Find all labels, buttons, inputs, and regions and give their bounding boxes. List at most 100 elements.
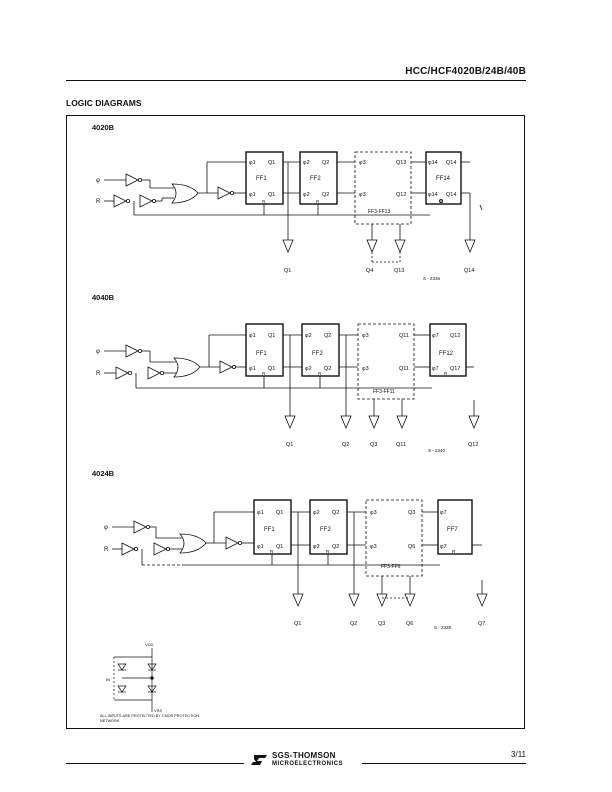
buffer-icon: [147, 366, 161, 380]
output-buffer-icon: [340, 415, 352, 430]
pin-label: φ7: [432, 333, 439, 339]
input-phi-label: φ: [96, 178, 100, 184]
pin-label: φ14: [428, 192, 438, 198]
ff1-block: [253, 499, 292, 555]
pin-label: φ3: [370, 510, 377, 516]
inverter-icon: [219, 360, 233, 374]
manufacturer-logo: SGS-THOMSON MICROELECTRONICS: [250, 752, 343, 768]
diode-icon: [117, 685, 127, 693]
diagram-4040b: 4040B φ R φ1 Q1 FF1 φ1 Q1 R φ: [92, 293, 480, 453]
output-label: Q13: [394, 268, 404, 274]
output-label: Q1: [294, 621, 301, 627]
buffer-icon: [121, 542, 135, 556]
pin-label: φ2: [303, 160, 310, 166]
output-label: Q12: [468, 442, 478, 448]
pin-label: Q14: [446, 192, 456, 198]
output-buffer-icon: [396, 415, 408, 430]
buffer-icon: [113, 194, 127, 208]
section-title: LOGIC DIAGRAMS: [66, 98, 142, 108]
pin-label: φ1: [257, 510, 264, 516]
pin-label: φ1: [249, 333, 256, 339]
ff-label: FF14: [436, 176, 451, 182]
buffer-icon: [133, 520, 147, 534]
output-label: Q3: [370, 442, 377, 448]
pin-label: φ1: [249, 192, 256, 198]
ff-label: FF1: [264, 527, 275, 533]
buffer-icon: [115, 366, 129, 380]
protection-vdd-label: VDD: [145, 642, 154, 647]
protection-in-label: IN: [106, 677, 110, 682]
output-label: Q3: [378, 621, 385, 627]
figure-code: S - 2336: [423, 276, 441, 281]
nor-gate-icon: [179, 533, 207, 554]
ffmid-block: [365, 499, 423, 577]
pin-label: R: [262, 199, 266, 204]
output-buffer-icon: [376, 593, 388, 608]
pin-label: Q2: [332, 544, 339, 550]
figure-code: S - 2340: [428, 448, 446, 453]
footer-rule-left: [66, 763, 244, 764]
pin-label: R: [262, 371, 266, 376]
protection-note: ALL INPUTS ARE PROTECTED BY CMOS PROTECT…: [100, 714, 200, 723]
buffer-icon: [125, 173, 139, 187]
ff-label: FF7: [447, 527, 458, 533]
pin-label: Q1: [276, 510, 283, 516]
protection-vss-label: VSS: [154, 708, 162, 713]
diode-icon: [117, 663, 127, 671]
output-buffer-icon: [282, 239, 294, 254]
pin-label: Q1: [268, 160, 275, 166]
output-label: Q1: [286, 442, 293, 448]
ff-label: FF3-FF13: [368, 209, 390, 215]
output-label: Q6: [406, 621, 413, 627]
output-buffer-icon: [292, 593, 304, 608]
pin-label: φ3: [362, 333, 369, 339]
output-label: Q11: [396, 442, 406, 448]
output-buffer-icon: [468, 415, 480, 430]
fflast-block: [437, 499, 473, 555]
pin-label: φ7: [440, 510, 447, 516]
pin-label: Q1: [268, 192, 275, 198]
document-header-title: HCC/HCF4020B/24B/40B: [405, 66, 526, 77]
output-buffer-icon: [366, 239, 378, 254]
output-label: Q4: [366, 268, 373, 274]
pin-label: Q12: [396, 192, 406, 198]
pin-label: Q1: [268, 333, 275, 339]
fflast-block: [425, 151, 462, 205]
pin-label: Q2: [324, 333, 331, 339]
input-phi-label: φ: [96, 349, 100, 355]
pin-label: R: [452, 549, 456, 554]
input-phi-label: φ: [104, 525, 108, 531]
pin-label: R: [316, 199, 320, 204]
ff-label: FF3-FF11: [373, 389, 395, 395]
pin-label: φ14: [428, 160, 438, 166]
pin-label: φ1: [257, 544, 264, 550]
pin-label: R: [444, 371, 448, 376]
pin-label: φ2: [305, 333, 312, 339]
pin-label: φ3: [370, 544, 377, 550]
output-buffer-icon: [394, 239, 406, 254]
pin-label: φ2: [313, 510, 320, 516]
protection-network: VDD IN VSS ALL INPUTS ARE PROTECTED BY C…: [100, 642, 200, 723]
input-r-label: R: [104, 547, 109, 553]
pin-label: R: [326, 549, 330, 554]
pin-label: φ3: [359, 160, 366, 166]
output-buffer-icon: [368, 415, 380, 430]
buffer-icon: [139, 194, 153, 208]
ff-label: FF1: [256, 351, 267, 357]
pin-label: φ2: [305, 366, 312, 372]
input-r-label: R: [96, 199, 101, 205]
output-label: Q2: [342, 442, 349, 448]
ff-label: FF2: [320, 527, 331, 533]
pin-label: φ1: [249, 160, 256, 166]
pin-label: R: [318, 371, 322, 376]
ff2-block: [309, 499, 348, 555]
logo-division: MICROELECTRONICS: [272, 761, 343, 767]
pin-label: Q13: [396, 160, 406, 166]
pin-label: Q12: [450, 333, 460, 339]
diode-icon: [147, 685, 157, 693]
diagram-title-4024b: 4024B: [92, 469, 115, 478]
pin-label: Q17: [450, 366, 460, 372]
output-buffer-icon: [476, 593, 488, 608]
pin-label: Q11: [399, 366, 409, 372]
pin-label: Q6: [408, 544, 415, 550]
